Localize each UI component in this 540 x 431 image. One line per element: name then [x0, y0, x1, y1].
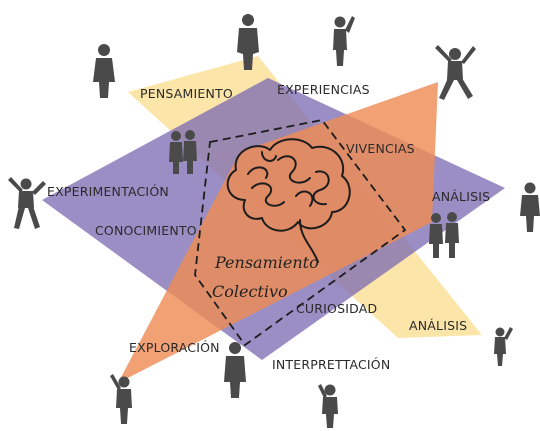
center-title-line1: Pensamiento [214, 253, 319, 272]
person-waving-bottom-left [110, 374, 132, 424]
label-curiosidad: CURIOSIDAD [296, 301, 377, 316]
person-waving-right [494, 327, 513, 366]
label-experimentacion: EXPERIMENTACIÓN [47, 184, 169, 199]
person-waving-top [333, 16, 355, 66]
label-analisis-bottom: ANÁLISIS [409, 318, 467, 333]
label-conocimiento: CONOCIMIENTO [95, 223, 197, 238]
person-jumping-left [8, 177, 46, 229]
person-jumping-top-right [435, 45, 476, 100]
label-analisis-right: ANÁLISIS [432, 189, 490, 204]
center-dashed-region [194, 119, 407, 347]
center-title-line2: Colectivo [212, 282, 288, 301]
label-interpretacion: INTERPRETTACIÓN [272, 357, 390, 372]
person-pair-left [169, 130, 197, 174]
label-exploracion: EXPLORACIÓN [129, 340, 220, 355]
label-experiencias: EXPERIENCIAS [277, 82, 370, 97]
label-pensamiento: PENSAMIENTO [140, 86, 233, 101]
label-vivencias: VIVENCIAS [346, 141, 415, 156]
person-figure-top-center [237, 14, 259, 70]
person-figure-bottom-center [224, 342, 246, 398]
orange-shape [118, 82, 438, 383]
person-pair-right [429, 212, 459, 258]
brain-icon [226, 138, 351, 263]
person-figure-top-left [93, 44, 115, 98]
person-figure-far-right [520, 182, 540, 232]
person-figure-bottom [318, 384, 338, 428]
